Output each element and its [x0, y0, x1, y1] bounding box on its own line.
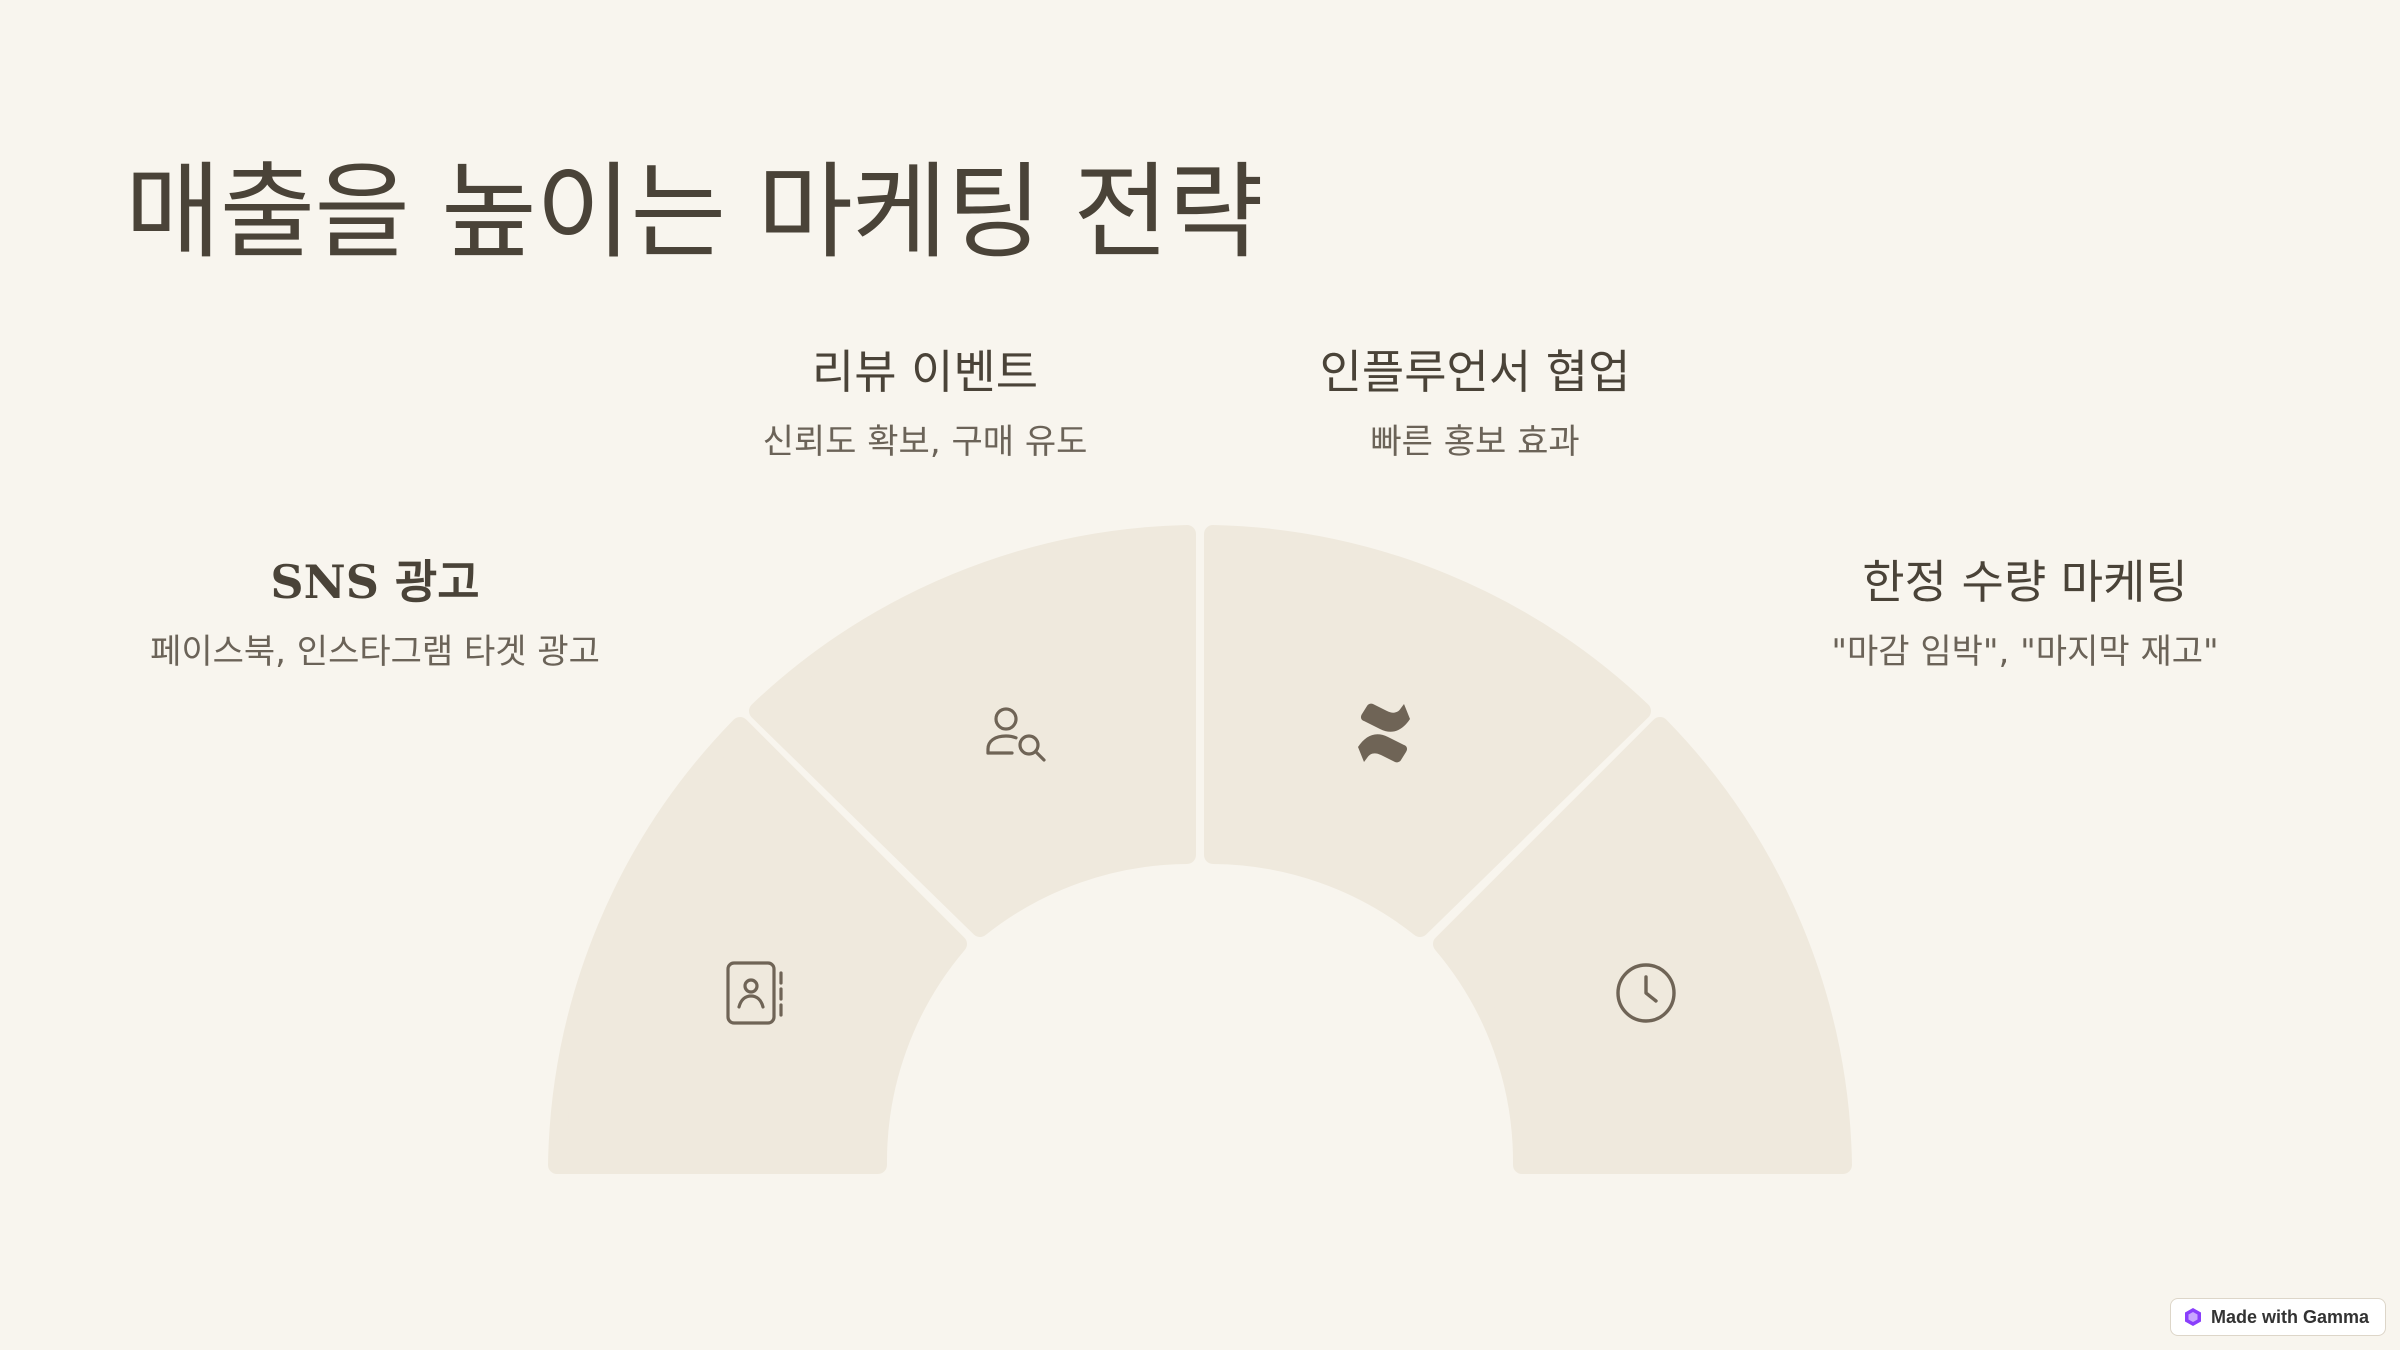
confluence-icon — [1352, 701, 1416, 765]
segment-limited — [1433, 717, 1852, 1174]
segment-influencer — [1204, 525, 1651, 937]
item-description: 빠른 홍보 효과 — [1370, 422, 1580, 463]
item-limited-quantity: 한정 수량 마케팅 "마감 임박", "마지막 재고" — [1725, 555, 2325, 673]
segment-review — [749, 525, 1196, 937]
gamma-logo-icon — [2184, 1308, 2201, 1326]
item-title: 한정 수량 마케팅 — [1862, 555, 2188, 609]
item-description: "마감 임박", "마지막 재고" — [1831, 632, 2219, 673]
made-with-gamma-badge[interactable]: Made with Gamma — [2169, 1298, 2386, 1336]
item-title: 리뷰 이벤트 — [811, 345, 1039, 399]
slide-title: 매출을 높이는 마케팅 전략 — [125, 151, 1264, 273]
item-description: 페이스북, 인스타그램 타겟 광고 — [150, 632, 600, 673]
user-search-icon — [984, 701, 1048, 765]
item-sns-ads: SNS 광고 페이스북, 인스타그램 타겟 광고 — [75, 555, 675, 673]
segment-sns — [548, 717, 967, 1174]
clock-icon — [1614, 961, 1678, 1025]
item-review-event: 리뷰 이벤트 신뢰도 확보, 구매 유도 — [625, 345, 1225, 463]
item-title: SNS 광고 — [270, 555, 480, 609]
badge-label: Made with Gamma — [2210, 1306, 2369, 1327]
item-influencer: 인플루언서 협업 빠른 홍보 효과 — [1175, 345, 1775, 463]
item-title: 인플루언서 협업 — [1319, 345, 1631, 399]
item-description: 신뢰도 확보, 구매 유도 — [762, 422, 1088, 463]
contact-book-icon — [722, 961, 786, 1025]
